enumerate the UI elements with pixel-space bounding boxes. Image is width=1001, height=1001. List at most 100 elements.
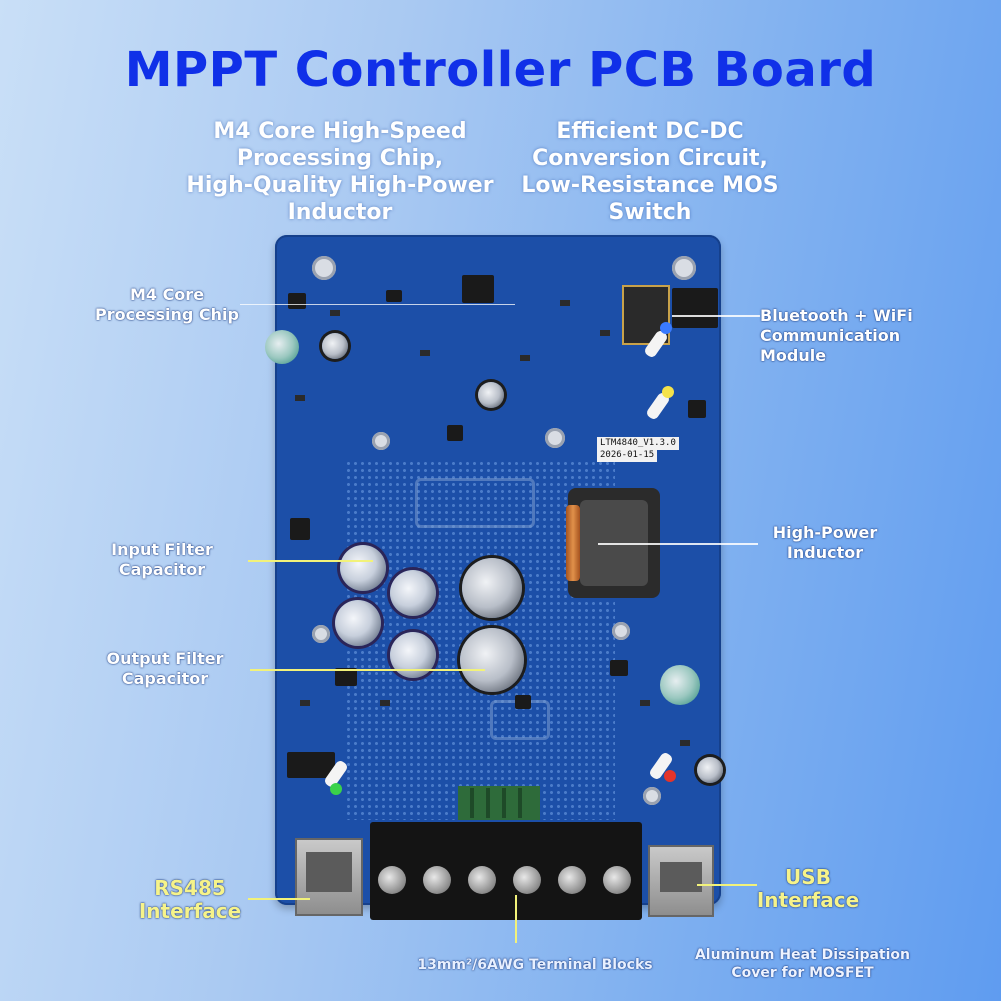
ic-chip [515,695,531,709]
callout-line: Inductor [786,543,864,562]
led-red [664,770,676,782]
callout-line: Capacitor [118,560,206,579]
inductor-copper-winding [566,505,580,581]
heat-fin [502,788,506,818]
callout-terminal-blocks: 13mm²/6AWG Terminal Blocks [417,957,653,973]
smd-component [300,700,310,706]
terminal-screw [468,866,496,894]
mounting-hole [672,256,696,280]
headline-left-line: M4 Core High-Speed [213,119,467,144]
ic-chip [288,293,306,309]
callout-line: Bluetooth + WiFi [760,306,913,325]
mounting-hole [312,625,330,643]
mounting-hole [372,432,390,450]
smd-component [330,310,340,316]
input-filter-capacitor [340,545,386,591]
input-filter-capacitor [390,570,436,616]
headline-left: M4 Core High-Speed Processing Chip, High… [160,118,520,226]
leader-line [598,543,758,545]
smd-component [560,300,570,306]
callout-line: Output Filter [106,649,224,668]
terminal-screw [378,866,406,894]
m4-core-chip [462,275,494,303]
leader-line [248,898,310,900]
callout-rs485: RS485 Interface [120,877,260,923]
smd-component [295,395,305,401]
mounting-hole [612,622,630,640]
callout-input-filter: Input Filter Capacitor [82,540,242,580]
capacitor [265,330,299,364]
callout-line: USB [785,865,831,889]
ic-chip [290,518,310,540]
input-filter-capacitor [335,600,381,646]
page-title: MPPT Controller PCB Board [124,42,877,98]
headline-right-line: Efficient DC-DC [556,119,744,144]
callout-comm-module: Bluetooth + WiFi Communication Module [760,306,970,366]
rs485-port-opening [306,852,352,892]
callout-line: Cover for MOSFET [731,965,874,981]
capacitor [322,333,348,359]
headline-right-line: Low-Resistance MOS [521,173,779,198]
leader-line [248,560,373,562]
output-filter-capacitor [462,558,522,618]
terminal-screw [558,866,586,894]
module-shield [672,288,718,328]
headline-right-line: Conversion Circuit, [532,146,768,171]
heat-fin [518,788,522,818]
smd-component [420,350,430,356]
terminal-block [370,822,642,920]
callout-inductor: High-Power Inductor [745,523,905,563]
mounting-hole [312,256,336,280]
smd-component [680,740,690,746]
heat-fin [470,788,474,818]
headline-left-line: High-Quality High-Power [186,173,494,198]
heat-fin [486,788,490,818]
leader-line [672,315,760,317]
callout-line: Interface [138,899,242,923]
callout-line: Interface [756,888,860,912]
leader-line [240,304,515,305]
mounting-hole [545,428,565,448]
output-filter-capacitor [460,628,524,692]
headline-left-line: Inductor [287,200,393,225]
ic-chip [335,668,357,686]
headline-right-line: Switch [608,200,692,225]
callout-line: Input Filter [111,540,213,559]
ic-chip [287,752,335,778]
callout-line: M4 Core [129,285,205,304]
terminal-screw [513,866,541,894]
smd-component [380,700,390,706]
leader-line [697,884,757,886]
callout-line: Processing Chip [95,305,239,324]
usb-port-opening [660,862,702,892]
capacitor [697,757,723,783]
callout-heat-cover: Aluminum Heat Dissipation Cover for MOSF… [680,946,925,982]
ic-chip [610,660,628,676]
input-filter-capacitor [390,632,436,678]
leader-line [250,669,485,671]
capacitor [478,382,504,408]
led-blue [660,322,672,334]
callout-output-filter: Output Filter Capacitor [80,649,250,689]
terminal-screw [423,866,451,894]
callout-line: RS485 [154,876,226,900]
callout-line: Capacitor [121,669,209,688]
leader-line [515,895,517,943]
board-model-label: LTM4840_V1.3.0 [597,437,679,450]
board-date-label: 2026-01-15 [597,449,658,462]
led-green [330,783,342,795]
smd-component [640,700,650,706]
mounting-hole [643,787,661,805]
capacitor [660,665,700,705]
callout-line: High-Power [772,523,878,542]
callout-processing-chip: M4 Core Processing Chip [72,285,262,325]
callout-line: Module [760,346,827,365]
callout-usb: USB Interface [738,866,878,912]
smd-component [600,330,610,336]
callout-line: Aluminum Heat Dissipation [694,947,911,963]
ic-chip [447,425,463,441]
ic-chip [688,400,706,418]
pcb-trace [415,478,535,528]
terminal-screw [603,866,631,894]
ic-chip [386,290,402,302]
